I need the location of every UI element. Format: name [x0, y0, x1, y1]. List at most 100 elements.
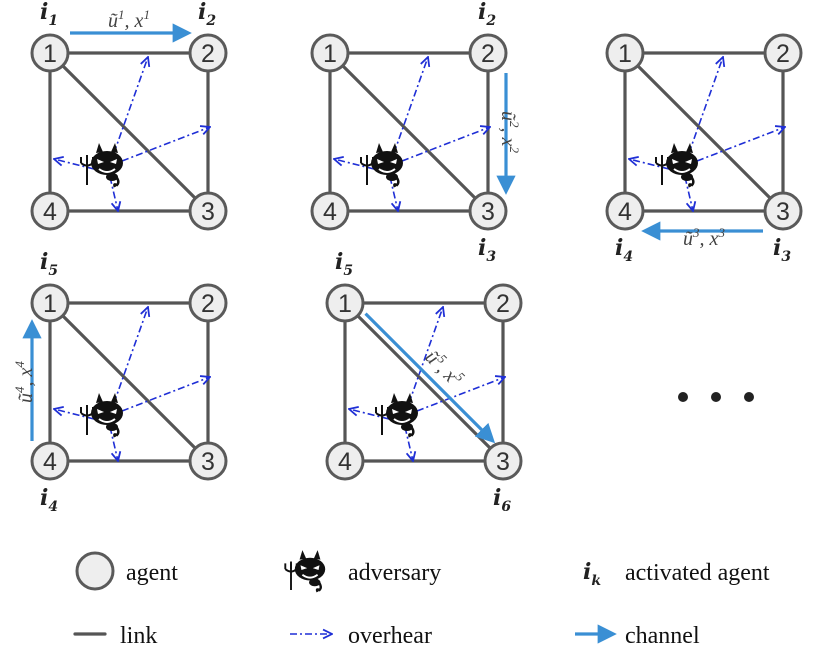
- adversary-icon: [284, 548, 327, 594]
- agent-node-label: 3: [201, 448, 215, 476]
- legend-activated-label: activated agent: [625, 560, 770, 586]
- legend-channel-label: channel: [625, 623, 700, 649]
- agent-node-label: 1: [338, 290, 352, 318]
- agent-node-4: [605, 191, 645, 231]
- agent-node-1: [310, 33, 350, 73]
- overhear-arrow: [121, 377, 210, 412]
- link-1-3: [61, 314, 197, 450]
- channel-label: ũ2, x2: [497, 111, 522, 153]
- channel-label: ũ4, x4: [12, 361, 37, 403]
- overhear-arrow: [688, 57, 723, 154]
- agent-node-label: 2: [201, 40, 215, 68]
- link-1-3: [356, 314, 492, 450]
- overhear-arrow: [684, 176, 693, 211]
- legend-agent: agent: [75, 551, 178, 591]
- link-1-3: [61, 64, 197, 200]
- channel-arrow: [364, 312, 496, 444]
- agent-node-3: [188, 441, 228, 481]
- agent-node-label: 4: [43, 448, 57, 476]
- panel-3: 1 2 3 4 ũ3, x3 i4 i3: [605, 33, 803, 265]
- agent-node-label: 2: [201, 290, 215, 318]
- agent-node-label: 3: [776, 198, 790, 226]
- legend-overhear: overhear: [290, 623, 432, 649]
- overhear-arrow: [113, 57, 148, 154]
- agent-node-3: [468, 191, 508, 231]
- agent-node-2: [483, 283, 523, 323]
- overhear-arrow: [121, 127, 210, 162]
- legend-link-label: link: [120, 623, 157, 649]
- activated-agent-label: i3: [773, 235, 791, 265]
- agent-icon: [75, 551, 115, 591]
- activated-agent-label: i4: [40, 485, 58, 515]
- legend-adversary: adversary: [284, 548, 441, 594]
- activated-agent-label: i2: [478, 0, 496, 29]
- activated-agent-label: i5: [335, 249, 353, 279]
- activated-symbol: ik: [583, 559, 601, 589]
- agent-node-2: [763, 33, 803, 73]
- agent-node-4: [30, 191, 70, 231]
- agent-node-1: [605, 33, 645, 73]
- legend-agent-label: agent: [126, 560, 178, 586]
- agent-node-1: [30, 33, 70, 73]
- agent-node-label: 3: [201, 198, 215, 226]
- agent-node-2: [188, 283, 228, 323]
- agent-node-label: 4: [338, 448, 352, 476]
- panel-4: 1 2 3 4 ũ4, x4 i5 i4: [12, 249, 228, 515]
- legend: agent adversary ik activated agent link …: [73, 548, 770, 649]
- overhear-arrow: [393, 57, 428, 154]
- agent-node-label: 4: [43, 198, 57, 226]
- legend-overhear-label: overhear: [348, 623, 432, 649]
- adversary-icon: [79, 391, 125, 439]
- agent-node-label: 2: [776, 40, 790, 68]
- overhear-arrow: [408, 307, 443, 404]
- adversary-icon: [654, 141, 700, 189]
- panel-1: 1 2 3 4 ũ1, x1 i1 i2: [30, 0, 228, 231]
- overhear-arrow: [416, 377, 505, 412]
- legend-activated: ik activated agent: [583, 559, 770, 589]
- overhear-arrow: [401, 127, 490, 162]
- adversary-icon: [79, 141, 125, 189]
- agent-node-3: [188, 191, 228, 231]
- overhear-arrow: [404, 426, 413, 461]
- agent-node-label: 1: [323, 40, 337, 68]
- agent-node-3: [763, 191, 803, 231]
- legend-channel: channel: [575, 623, 700, 649]
- channel-label: ũ1, x1: [108, 7, 150, 32]
- legend-link: link: [73, 623, 157, 649]
- agent-node-label: 4: [323, 198, 337, 226]
- activated-agent-label: i4: [615, 235, 633, 265]
- agent-node-label: 1: [43, 40, 57, 68]
- agent-node-label: 1: [618, 40, 632, 68]
- link-1-3: [636, 64, 772, 200]
- overhear-arrow: [109, 176, 118, 211]
- legend-adversary-label: adversary: [348, 560, 441, 586]
- activated-agent-label: i3: [478, 235, 496, 265]
- agent-node-label: 2: [496, 290, 510, 318]
- agent-node-4: [325, 441, 365, 481]
- agent-node-label: 4: [618, 198, 632, 226]
- channel-label: ũ3, x3: [683, 225, 725, 250]
- agent-node-4: [310, 191, 350, 231]
- agent-node-1: [30, 283, 70, 323]
- overhear-arrow: [113, 307, 148, 404]
- activated-agent-label: i1: [40, 0, 58, 29]
- agent-node-1: [325, 283, 365, 323]
- activated-agent-label: i6: [493, 485, 511, 515]
- agent-node-4: [30, 441, 70, 481]
- adversary-icon: [374, 391, 420, 439]
- agent-node-2: [188, 33, 228, 73]
- agent-node-2: [468, 33, 508, 73]
- continuation-dots: [678, 392, 754, 402]
- overhear-arrow: [109, 426, 118, 461]
- link-1-3: [341, 64, 477, 200]
- overhear-arrow: [389, 176, 398, 211]
- activated-agent-label: i2: [198, 0, 216, 29]
- activated-agent-label: i5: [40, 249, 58, 279]
- agent-node-3: [483, 441, 523, 481]
- adversary-icon: [359, 141, 405, 189]
- agent-node-label: 3: [481, 198, 495, 226]
- agent-node-label: 1: [43, 290, 57, 318]
